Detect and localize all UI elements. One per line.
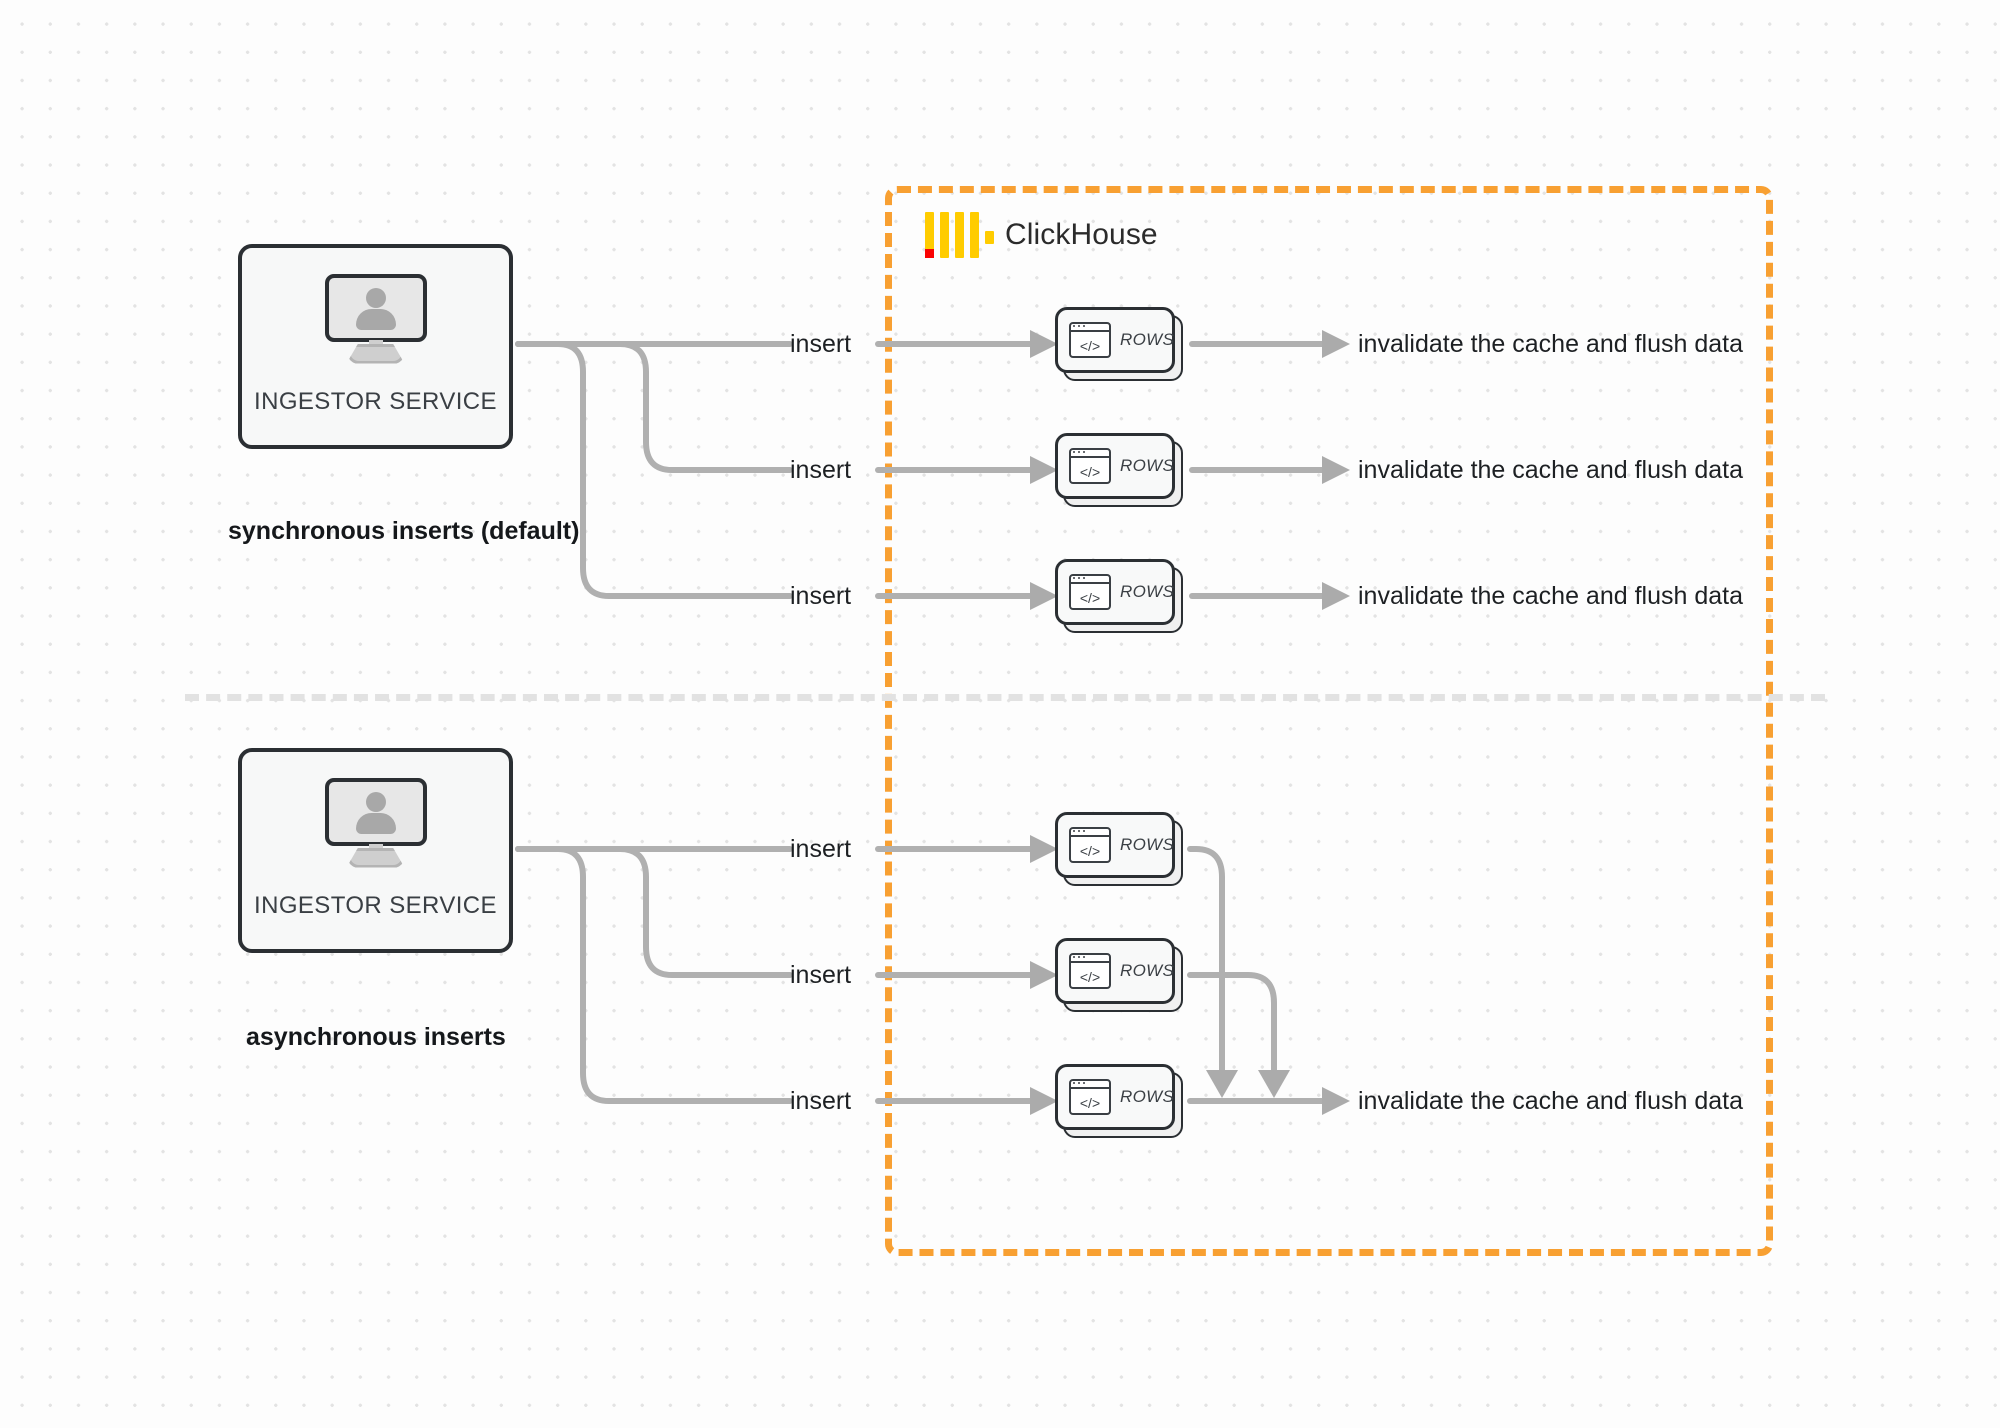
- arrowhead-async-result: [1322, 1087, 1350, 1115]
- rows-node-async-1[interactable]: </> ROWS: [1055, 812, 1183, 886]
- monitor-user-icon: [324, 777, 427, 870]
- arrowhead-async-merge-2: [1258, 1070, 1290, 1098]
- insert-label-async-3: insert: [790, 1087, 852, 1115]
- code-window-icon: </>: [1069, 1079, 1111, 1115]
- code-window-icon: </>: [1069, 827, 1111, 863]
- arrowhead-sync-result-3: [1322, 582, 1350, 610]
- section-label-synchronous: synchronous inserts (default): [228, 517, 580, 545]
- insert-label-async-2: insert: [790, 961, 852, 989]
- arrowhead-sync-result-2: [1322, 456, 1350, 484]
- insert-label-async-1: insert: [790, 835, 852, 863]
- arrowhead-sync-result-1: [1322, 330, 1350, 358]
- wire-sync-fanout-3: [515, 341, 793, 599]
- rows-label: ROWS: [1120, 582, 1175, 601]
- rows-node-async-2[interactable]: </> ROWS: [1055, 938, 1183, 1012]
- result-label-async-merged: invalidate the cache and flush data: [1358, 1087, 1743, 1115]
- wire-async-fanout-2: [515, 846, 793, 978]
- insert-label-sync-3: insert: [790, 582, 852, 610]
- rows-label: ROWS: [1120, 456, 1175, 475]
- rows-node-sync-1[interactable]: </> ROWS: [1055, 307, 1183, 381]
- clickhouse-brand: ClickHouse: [925, 212, 1158, 258]
- arrowhead-sync-insert-2: [1030, 456, 1058, 484]
- rows-label: ROWS: [1120, 961, 1175, 980]
- clickhouse-boundary: [885, 186, 1773, 1256]
- rows-node-sync-2[interactable]: </> ROWS: [1055, 433, 1183, 507]
- arrowhead-async-merge-1: [1206, 1070, 1238, 1098]
- clickhouse-label: ClickHouse: [1005, 218, 1158, 251]
- arrowhead-async-insert-1: [1030, 835, 1058, 863]
- rows-label: ROWS: [1120, 835, 1175, 854]
- arrowhead-async-insert-2: [1030, 961, 1058, 989]
- ingestor-service-synchronous[interactable]: INGESTOR SERVICE: [238, 244, 513, 449]
- insert-label-sync-2: insert: [790, 456, 852, 484]
- insert-label-sync-1: insert: [790, 330, 852, 358]
- rows-label: ROWS: [1120, 1087, 1175, 1106]
- wire-async-merge-1: [1187, 846, 1225, 1073]
- section-divider: [185, 694, 1825, 701]
- wire-sync-fanout-2: [515, 341, 793, 473]
- code-window-icon: </>: [1069, 574, 1111, 610]
- code-window-icon: </>: [1069, 448, 1111, 484]
- rows-node-sync-3[interactable]: </> ROWS: [1055, 559, 1183, 633]
- code-window-icon: </>: [1069, 322, 1111, 358]
- arrowhead-sync-insert-1: [1030, 330, 1058, 358]
- ingestor-caption: INGESTOR SERVICE: [254, 387, 497, 415]
- wire-async-fanout-3: [515, 846, 793, 1104]
- code-window-icon: </>: [1069, 953, 1111, 989]
- arrowhead-sync-insert-3: [1030, 582, 1058, 610]
- result-label-sync-2: invalidate the cache and flush data: [1358, 456, 1743, 484]
- rows-node-async-3[interactable]: </> ROWS: [1055, 1064, 1183, 1138]
- rows-label: ROWS: [1120, 330, 1175, 349]
- ingestor-service-asynchronous[interactable]: INGESTOR SERVICE: [238, 748, 513, 953]
- result-label-sync-3: invalidate the cache and flush data: [1358, 582, 1743, 610]
- wire-async-merge-2: [1187, 972, 1277, 1073]
- ingestor-caption: INGESTOR SERVICE: [254, 891, 497, 919]
- result-label-sync-1: invalidate the cache and flush data: [1358, 330, 1743, 358]
- section-label-asynchronous: asynchronous inserts: [246, 1023, 506, 1051]
- arrowhead-async-insert-3: [1030, 1087, 1058, 1115]
- clickhouse-logo-icon: [925, 212, 994, 258]
- monitor-user-icon: [324, 273, 427, 366]
